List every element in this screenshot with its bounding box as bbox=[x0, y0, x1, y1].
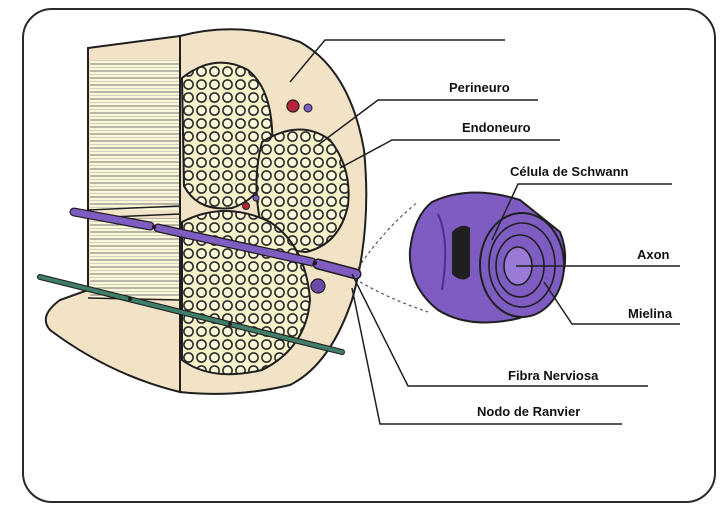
label-axon: Axon bbox=[637, 247, 670, 262]
schwann-cell-roll bbox=[410, 192, 565, 322]
ranvier-node bbox=[313, 261, 317, 265]
blood-vessel bbox=[304, 104, 312, 112]
label-endoneuro: Endoneuro bbox=[462, 120, 531, 135]
schwann-nucleus bbox=[452, 226, 470, 280]
nerve-cross-section bbox=[180, 29, 366, 394]
label-nodo-ranvier: Nodo de Ranvier bbox=[477, 404, 580, 419]
blood-vessel bbox=[287, 100, 299, 112]
blood-vessel bbox=[243, 203, 250, 210]
blood-vessel bbox=[311, 279, 325, 293]
ranvier-node bbox=[152, 225, 156, 229]
label-perineuro: Perineuro bbox=[449, 80, 510, 95]
label-mielina: Mielina bbox=[628, 306, 673, 321]
fascicle-side-upper bbox=[90, 60, 180, 210]
label-celula-schwann: Célula de Schwann bbox=[510, 164, 629, 179]
nerve-side-face bbox=[46, 36, 180, 392]
label-fibra-nerviosa: Fibra Nerviosa bbox=[508, 368, 599, 383]
blood-vessel bbox=[253, 195, 259, 201]
